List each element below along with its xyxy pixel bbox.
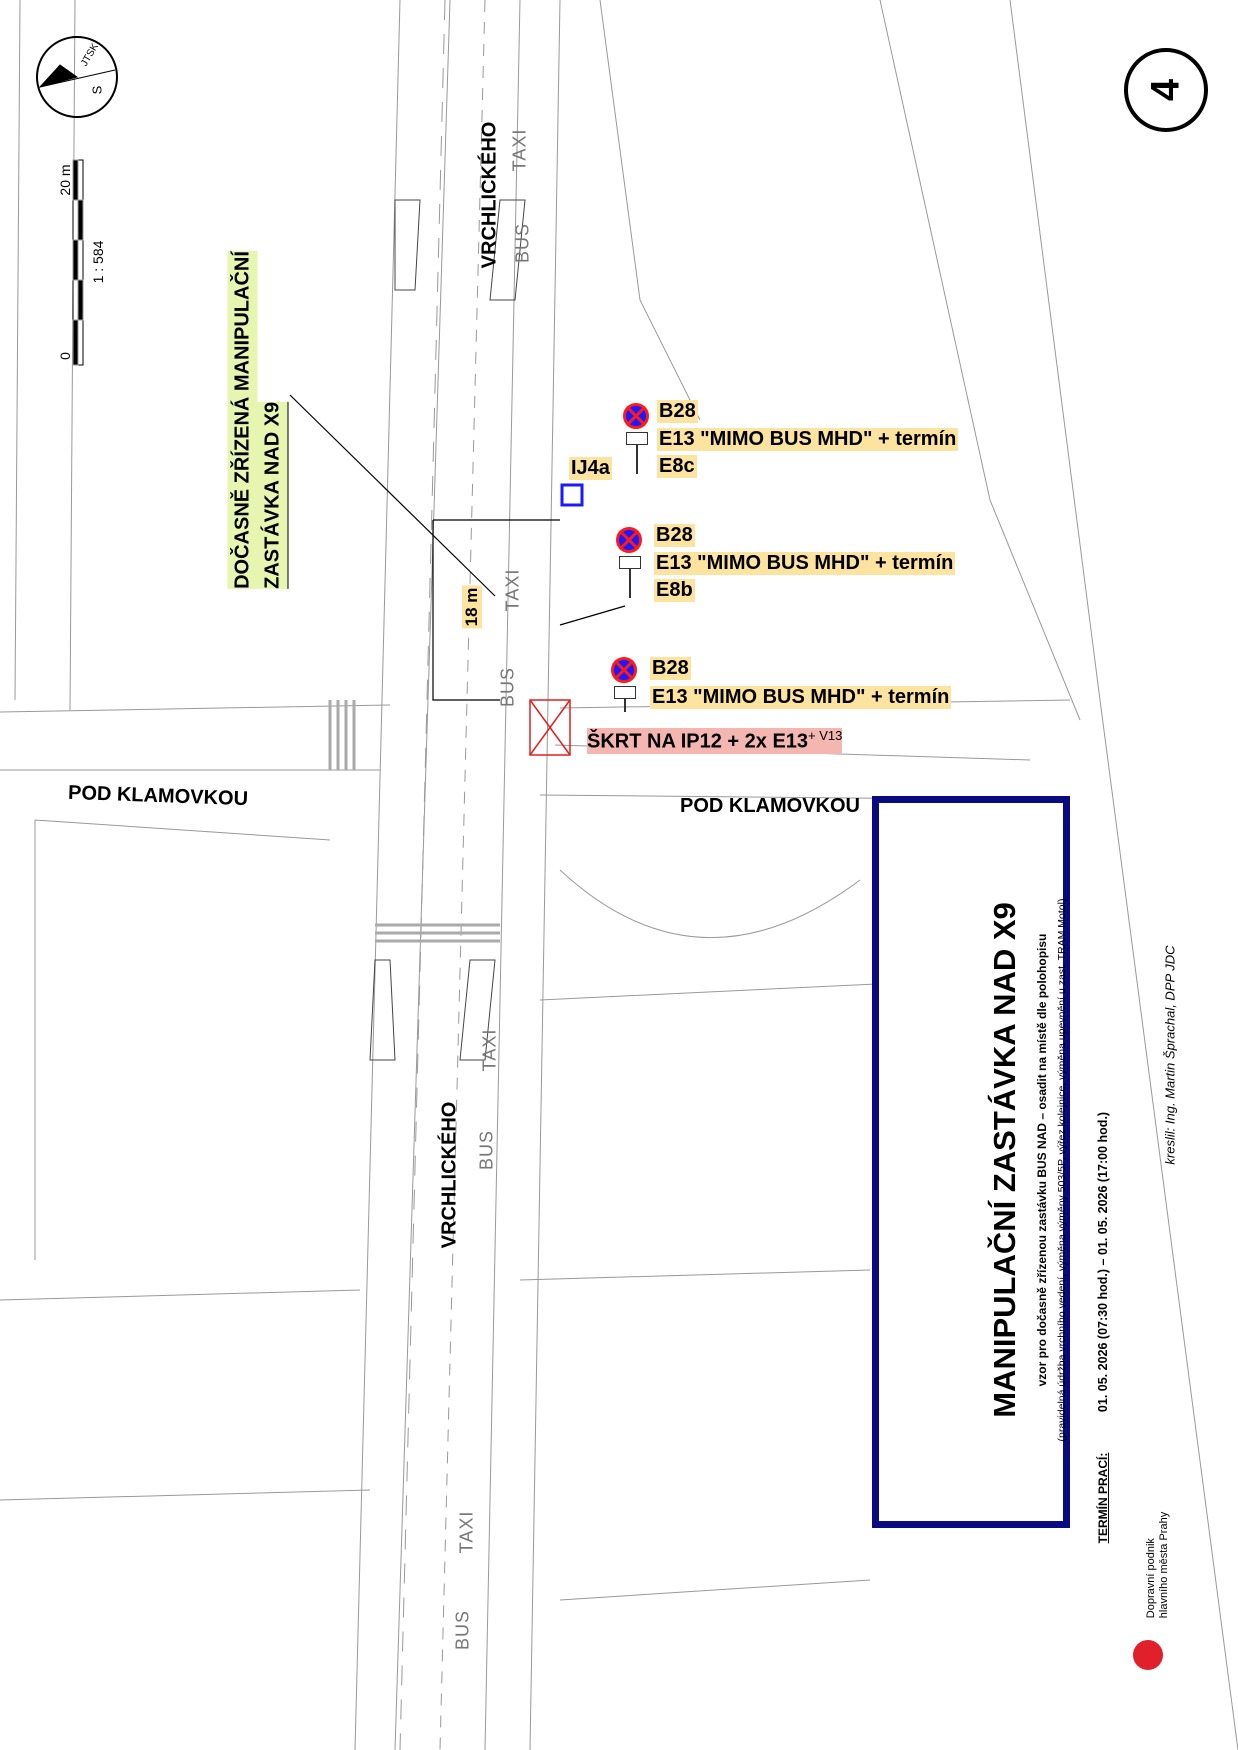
bus-marking: BUS [497, 666, 518, 708]
sign-label-b28: B28 [654, 524, 695, 547]
bus-marking: BUS [476, 1129, 497, 1171]
street-label-vrchlickeho-top: VRCHLICKÉHO [478, 121, 501, 269]
b28-sign-icon [623, 403, 649, 429]
sign-label-b28: B28 [650, 657, 691, 680]
taxi-marking: TAXI [509, 128, 530, 172]
logo-line1: Dopravní podnik [1145, 1538, 1157, 1619]
sign-post [636, 444, 638, 474]
taxi-marking: TAXI [479, 1028, 500, 1072]
bus-marking: BUS [452, 1609, 473, 1651]
b28-sign-icon [616, 527, 642, 553]
sign-label-e13: E13 "MIMO BUS MHD" + termín [654, 552, 956, 575]
bus-marking: BUS [512, 222, 533, 264]
sign-label-e13: E13 "MIMO BUS MHD" + termín [657, 428, 959, 451]
sign-post [629, 568, 631, 598]
title-block-subtitle: vzor pro dočasně zřízenou zastávku BUS N… [1035, 933, 1049, 1387]
scale-top-label: 20 m [57, 164, 73, 196]
author-label: kreslil: Ing. Martin Šprachal, DPP JDC [1162, 945, 1178, 1165]
taxi-marking: TAXI [502, 568, 523, 612]
term-label: TERMÍN PRACÍ: [1096, 1452, 1110, 1544]
strike-note-suffix: + V13 [808, 728, 843, 743]
stop-label-line1: DOČASNĚ ZŘÍZENÁ MANIPULAČNÍ [227, 251, 258, 589]
title-block [872, 796, 1070, 1528]
sheet-number: 4 [1143, 78, 1188, 102]
sign-post [624, 698, 626, 712]
scale-zero-label: 0 [57, 352, 73, 360]
logo-line2: hlavního města Prahy [1158, 1511, 1170, 1619]
dpp-logo-icon [1133, 1640, 1163, 1670]
title-block-note: (pravidelná údržba vrchního vedení, výmě… [1056, 898, 1068, 1442]
sign-label-e8b: E8b [654, 579, 695, 602]
scale-ratio-label: 1 : 584 [90, 240, 106, 284]
temporary-stop-label: DOČASNĚ ZŘÍZENÁ MANIPULAČNÍ ZASTÁVKA NAD… [227, 251, 289, 589]
title-block-title: MANIPULAČNÍ ZASTÁVKA NAD X9 [987, 902, 1022, 1418]
ij4a-label: IJ4a [569, 457, 612, 480]
distance-label: 18 m [462, 585, 482, 629]
stop-label-line2: ZASTÁVKA NAD X9 [257, 401, 289, 589]
sign-label-e13: E13 "MIMO BUS MHD" + termín [650, 686, 952, 709]
street-label-pod-klamovkou-right: POD KLAMOVKOU [680, 795, 860, 817]
b28-sign-icon [611, 657, 637, 683]
sign-label-e8c: E8c [657, 455, 697, 478]
compass-north-label: S [89, 85, 105, 95]
strike-note: ŠKRT NA IP12 + 2x E13+ V13 [587, 728, 843, 754]
dpp-logo-text: Dopravní podnik hlavního města Prahy [1145, 1512, 1171, 1618]
sign-label-b28: B28 [657, 400, 698, 423]
term-value: 01. 05. 2026 (07:30 hod.) – 01. 05. 2026… [1096, 1111, 1110, 1413]
taxi-marking: TAXI [456, 1510, 477, 1554]
street-label-vrchlickeho-bottom: VRCHLICKÉHO [438, 1101, 461, 1249]
strike-note-main: ŠKRT NA IP12 + 2x E13 [587, 730, 809, 753]
